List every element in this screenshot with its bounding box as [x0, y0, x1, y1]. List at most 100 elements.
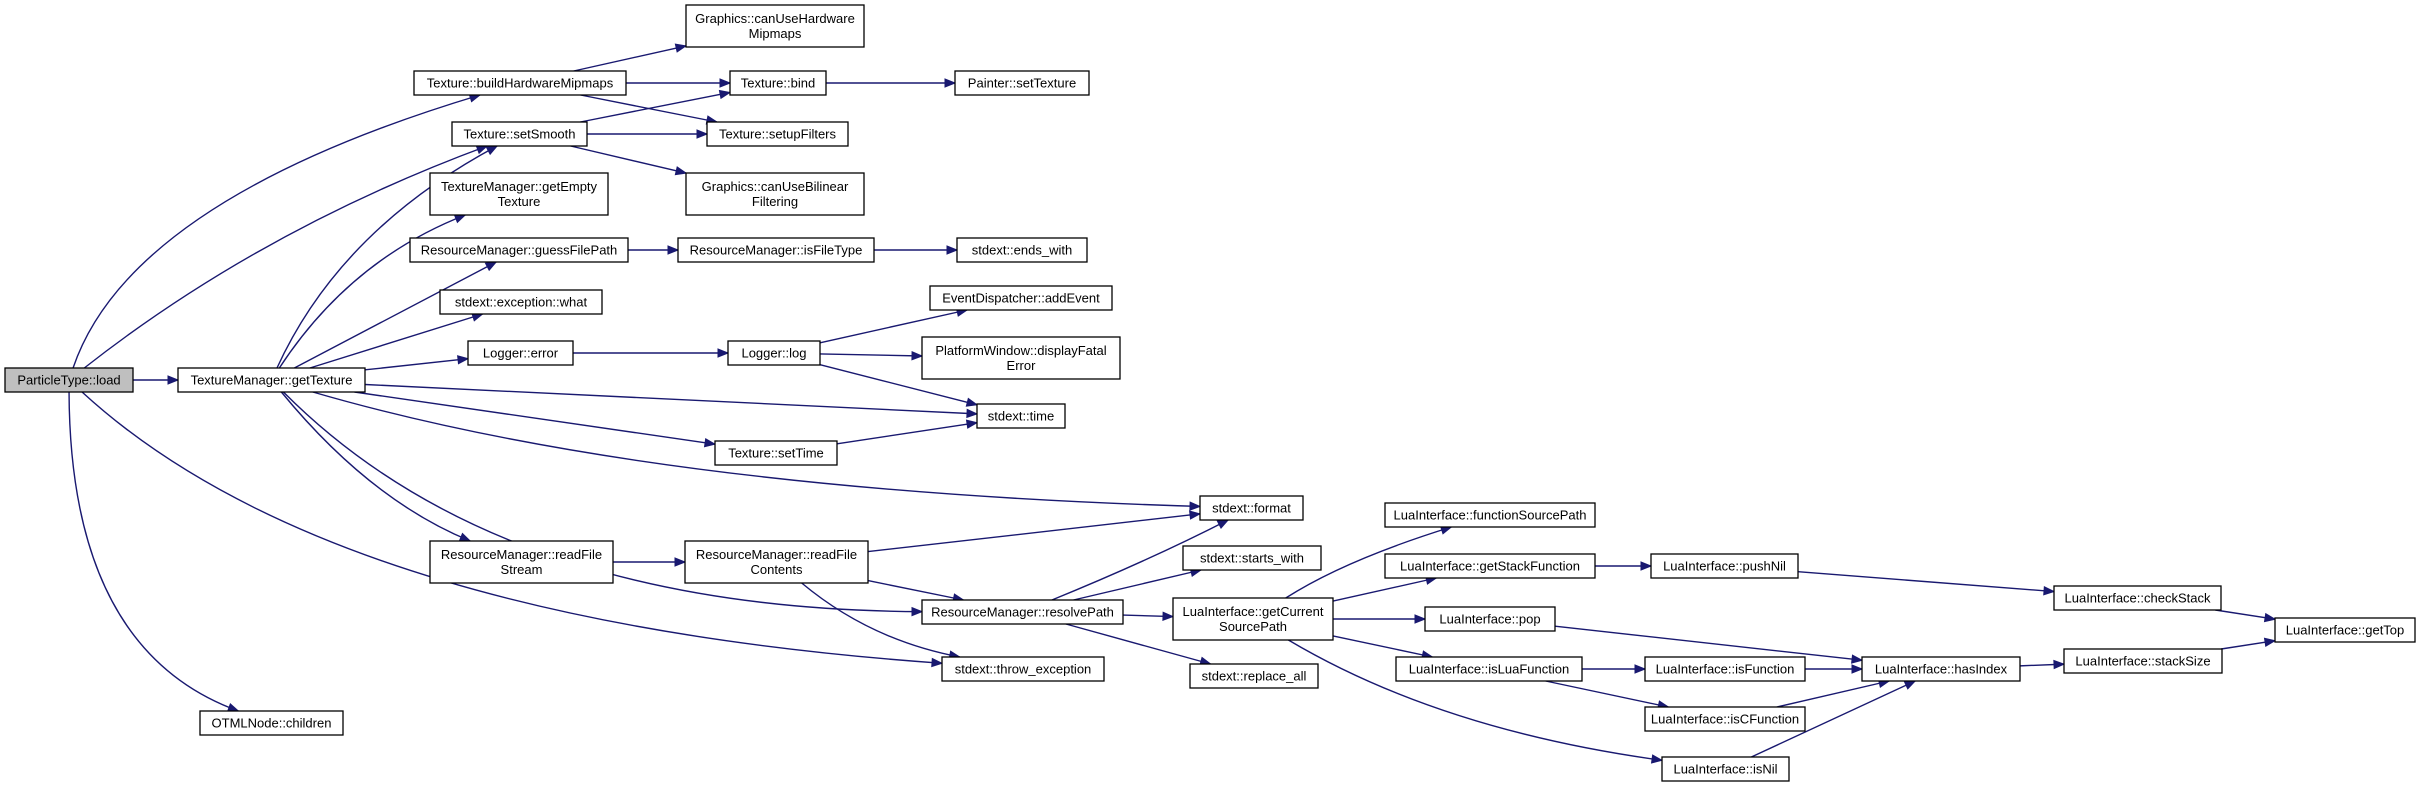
edge-line — [1065, 623, 1211, 665]
node-label: LuaInterface::getStackFunction — [1400, 559, 1580, 574]
edge-lua_isCFn-to-lua_hasIndex — [1776, 678, 1891, 708]
edge-tm_getTexture-to-tex_setTime — [354, 391, 717, 448]
node-rm-isFileType[interactable]: ResourceManager::isFileType — [677, 237, 875, 263]
node-lua-isNil[interactable]: LuaInterface::isNil — [1661, 756, 1790, 782]
node-lua-pushNil[interactable]: LuaInterface::pushNil — [1650, 553, 1799, 579]
edge-line — [1073, 569, 1202, 601]
node-label: Graphics::canUseBilinear — [702, 179, 849, 194]
node-std-ends[interactable]: stdext::ends_with — [956, 237, 1088, 263]
edge-particle_load-to-tm_getTexture — [133, 375, 180, 385]
node-label: PlatformWindow::displayFatal — [935, 343, 1106, 358]
nodes-layer: ParticleType::load TextureManager::getTex… — [4, 4, 2416, 782]
edge-line — [81, 391, 943, 664]
node-log-error[interactable]: Logger::error — [467, 340, 574, 366]
node-tex-setSmooth[interactable]: Texture::setSmooth — [451, 121, 588, 147]
node-painter-setTex[interactable]: Painter::setTexture — [954, 70, 1090, 96]
node-tex-buildHW[interactable]: Texture::buildHardwareMipmaps — [413, 70, 627, 96]
node-lua-isCFn[interactable]: LuaInterface::isCFunction — [1644, 706, 1806, 732]
node-lua-pop[interactable]: LuaInterface::pop — [1424, 606, 1556, 632]
node-lua-hasIndex[interactable]: LuaInterface::hasIndex — [1861, 656, 2021, 682]
edge-tm_getTexture-to-rm_readStream — [280, 391, 472, 542]
node-lua-funcSrc[interactable]: LuaInterface::functionSourcePath — [1384, 502, 1596, 528]
node-tex-setTime[interactable]: Texture::setTime — [714, 440, 838, 466]
node-lua-getTop[interactable]: LuaInterface::getTop — [2274, 617, 2416, 643]
node-std-time[interactable]: stdext::time — [976, 403, 1066, 429]
node-std-throw[interactable]: stdext::throw_exception — [941, 656, 1105, 682]
node-tm-getTexture[interactable]: TextureManager::getTexture — [177, 367, 366, 393]
arrowhead-icon — [674, 43, 688, 53]
node-rm-resolve[interactable]: ResourceManager::resolvePath — [921, 599, 1124, 625]
node-label: ResourceManager::resolvePath — [931, 605, 1114, 620]
node-ed-addEvent[interactable]: EventDispatcher::addEvent — [929, 285, 1113, 311]
edge-line — [1554, 625, 1863, 661]
edge-line — [867, 513, 1201, 553]
edge-rm_resolve-to-lua_getCurSrc — [1122, 611, 1175, 621]
node-label: Texture — [498, 194, 541, 209]
edge-lua_stackSize-to-lua_getTop — [2221, 637, 2277, 650]
node-label: ParticleType::load — [17, 373, 120, 388]
node-lua-isLuaFn[interactable]: LuaInterface::isLuaFunction — [1395, 656, 1583, 682]
node-lua-getStackFn[interactable]: LuaInterface::getStackFunction — [1384, 553, 1596, 579]
node-box — [714, 440, 838, 466]
node-label: TextureManager::getTexture — [191, 373, 353, 388]
node-label: LuaInterface::isFunction — [1656, 662, 1795, 677]
arrowhead-icon — [719, 78, 732, 88]
node-box — [413, 70, 627, 96]
arrowhead-icon — [1851, 654, 1864, 664]
edge-line — [1332, 577, 1437, 602]
node-particle-load: ParticleType::load — [4, 367, 134, 393]
node-box — [429, 540, 614, 584]
arrowhead-icon — [703, 437, 717, 448]
node-label: LuaInterface::checkStack — [2065, 591, 2211, 606]
node-box — [1644, 706, 1806, 732]
arrowhead-icon — [674, 557, 687, 567]
node-box — [706, 121, 849, 147]
node-log-log[interactable]: Logger::log — [727, 340, 821, 366]
node-std-starts[interactable]: stdext::starts_with — [1182, 545, 1322, 571]
arrowhead-icon — [2043, 585, 2056, 596]
arrowhead-icon — [1851, 664, 1864, 674]
node-label: ResourceManager::isFileType — [690, 243, 863, 258]
arrowhead-icon — [453, 214, 467, 224]
edge-lua_isLuaFn-to-lua_isCFn — [1545, 680, 1670, 710]
node-box — [1199, 495, 1304, 521]
node-lua-isFunction[interactable]: LuaInterface::isFunction — [1644, 656, 1806, 682]
node-std-format[interactable]: stdext::format — [1199, 495, 1304, 521]
node-std-what[interactable]: stdext::exception::what — [439, 289, 603, 315]
edge-rm_readContents-to-std_format — [867, 510, 1202, 553]
node-tex-bind[interactable]: Texture::bind — [729, 70, 827, 96]
arrowhead-icon — [1640, 561, 1653, 571]
node-std-replace[interactable]: stdext::replace_all — [1189, 663, 1319, 689]
node-label: LuaInterface::pop — [1439, 612, 1540, 627]
node-tex-setup[interactable]: Texture::setupFilters — [706, 121, 849, 147]
edge-line — [1776, 680, 1890, 708]
node-label: Logger::log — [741, 346, 806, 361]
edge-line — [1751, 680, 1916, 758]
node-label: LuaInterface::functionSourcePath — [1394, 508, 1587, 523]
node-label: LuaInterface::isLuaFunction — [1409, 662, 1569, 677]
node-label: Texture::setupFilters — [719, 127, 837, 142]
node-lua-stackSize[interactable]: LuaInterface::stackSize — [2063, 648, 2223, 674]
arrowhead-icon — [944, 78, 957, 88]
node-lua-checkStack[interactable]: LuaInterface::checkStack — [2053, 585, 2222, 611]
edge-tex_buildHW-to-gfx_canHWMip — [573, 43, 688, 72]
node-label: stdext::format — [1212, 501, 1291, 516]
node-label: Logger::error — [483, 346, 559, 361]
node-rm-guess[interactable]: ResourceManager::guessFilePath — [409, 237, 629, 263]
edge-line — [364, 383, 978, 415]
edge-rm_readStream-to-rm_readContents — [613, 557, 687, 567]
node-box — [409, 237, 629, 263]
edge-line — [294, 261, 497, 369]
node-box — [727, 340, 821, 366]
node-label: stdext::replace_all — [1202, 669, 1307, 684]
node-otml-children[interactable]: OTMLNode::children — [199, 710, 344, 736]
node-label: LuaInterface::getTop — [2286, 623, 2405, 638]
node-box — [2063, 648, 2223, 674]
